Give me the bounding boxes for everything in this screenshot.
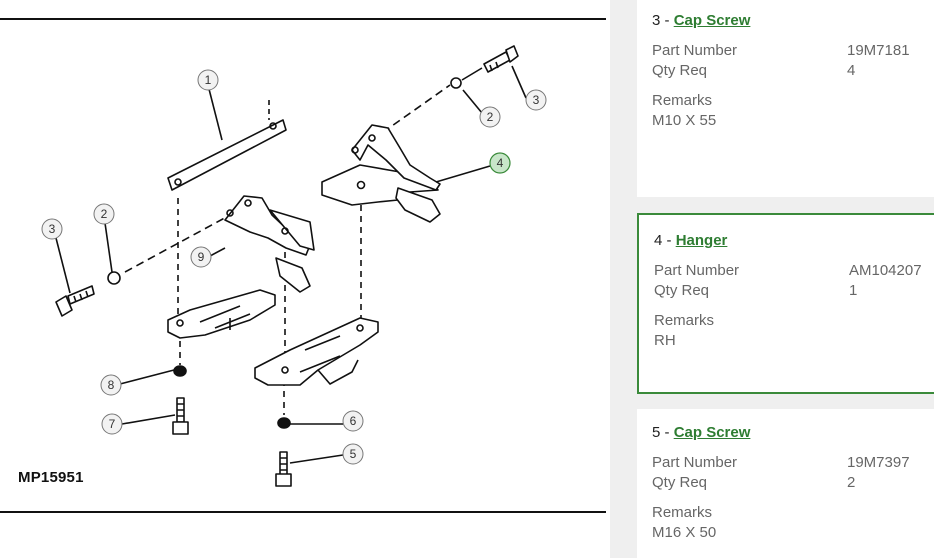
remarks-value: M16 X 50: [652, 524, 717, 541]
callout-3-left[interactable]: 3: [41, 218, 63, 240]
remarks-value: M10 X 55: [652, 112, 717, 129]
svg-text:3: 3: [49, 222, 56, 236]
part-number-value: AM104207: [849, 262, 922, 279]
nut-left-part: [173, 365, 187, 377]
bracket-left-part: [167, 289, 276, 339]
svg-text:4: 4: [497, 156, 504, 170]
qty-value: 2: [847, 474, 856, 491]
bolt-left-part: [172, 397, 189, 435]
exploded-view-drawing: 1 2 3 4 2 3 9: [0, 18, 606, 513]
part-name-link[interactable]: Cap Screw: [673, 12, 751, 29]
callout-1[interactable]: 1: [197, 69, 219, 91]
part-ref: 5 -: [652, 424, 674, 441]
part-number-value: 19M7397: [847, 454, 910, 471]
callout-8[interactable]: 8: [100, 374, 122, 396]
hanger-lh-part: [224, 195, 315, 293]
remarks-value: RH: [654, 332, 676, 349]
remarks-label: Remarks: [652, 504, 713, 521]
qty-value: 1: [849, 282, 858, 299]
svg-text:1: 1: [205, 73, 212, 87]
callout-7[interactable]: 7: [101, 413, 123, 435]
svg-text:9: 9: [198, 250, 205, 264]
bracket-right-part: [254, 317, 379, 386]
qty-value: 4: [847, 62, 856, 79]
part-card-title: 3 - Cap Screw: [652, 12, 750, 29]
cap-screw-left-part: [55, 285, 95, 317]
callout-5[interactable]: 5: [342, 443, 364, 465]
part-number-label: Part Number: [652, 454, 738, 471]
part-card-4-selected[interactable]: 4 - Hanger Part Number AM104207 Qty Req …: [637, 213, 934, 394]
part-card-3[interactable]: 3 - Cap Screw Part Number 19M7181 Qty Re…: [637, 0, 934, 197]
bolt-right-part: [275, 451, 292, 487]
part-name-link[interactable]: Cap Screw: [673, 424, 751, 441]
part-number-value: 19M7181: [847, 42, 910, 59]
nut-right-part: [277, 417, 291, 429]
qty-label: Qty Req: [652, 474, 708, 491]
callout-4-highlighted[interactable]: 4: [489, 152, 511, 174]
part-name-link[interactable]: Hanger: [675, 232, 728, 249]
svg-text:6: 6: [350, 414, 357, 428]
svg-text:2: 2: [487, 110, 494, 124]
part-card-title: 4 - Hanger: [654, 232, 727, 249]
svg-text:7: 7: [109, 417, 116, 431]
callout-2-left[interactable]: 2: [93, 203, 115, 225]
svg-text:8: 8: [108, 378, 115, 392]
bar-part: [167, 119, 287, 191]
diagram-code-label: MP15951: [18, 469, 84, 486]
svg-text:2: 2: [101, 207, 108, 221]
part-ref: 3 -: [652, 12, 674, 29]
part-number-label: Part Number: [652, 42, 738, 59]
washer-right-part: [450, 77, 462, 89]
part-number-label: Part Number: [654, 262, 740, 279]
parts-list-panel[interactable]: 3 - Cap Screw Part Number 19M7181 Qty Re…: [610, 0, 934, 558]
remarks-label: Remarks: [652, 92, 713, 109]
cap-screw-right-part: [483, 45, 519, 73]
part-ref: 4 -: [654, 232, 676, 249]
hanger-rh-part: [321, 124, 441, 223]
parts-diagram: 1 2 3 4 2 3 9: [0, 18, 606, 513]
callout-9[interactable]: 9: [190, 246, 212, 268]
callout-3-right[interactable]: 3: [525, 89, 547, 111]
part-card-5[interactable]: 5 - Cap Screw Part Number 19M7397 Qty Re…: [637, 409, 934, 558]
callout-6[interactable]: 6: [342, 410, 364, 432]
svg-text:3: 3: [533, 93, 540, 107]
svg-text:5: 5: [350, 447, 357, 461]
qty-label: Qty Req: [652, 62, 708, 79]
qty-label: Qty Req: [654, 282, 710, 299]
washer-left-part: [107, 271, 121, 285]
callout-2-right[interactable]: 2: [479, 106, 501, 128]
remarks-label: Remarks: [654, 312, 715, 329]
part-card-title: 5 - Cap Screw: [652, 424, 750, 441]
